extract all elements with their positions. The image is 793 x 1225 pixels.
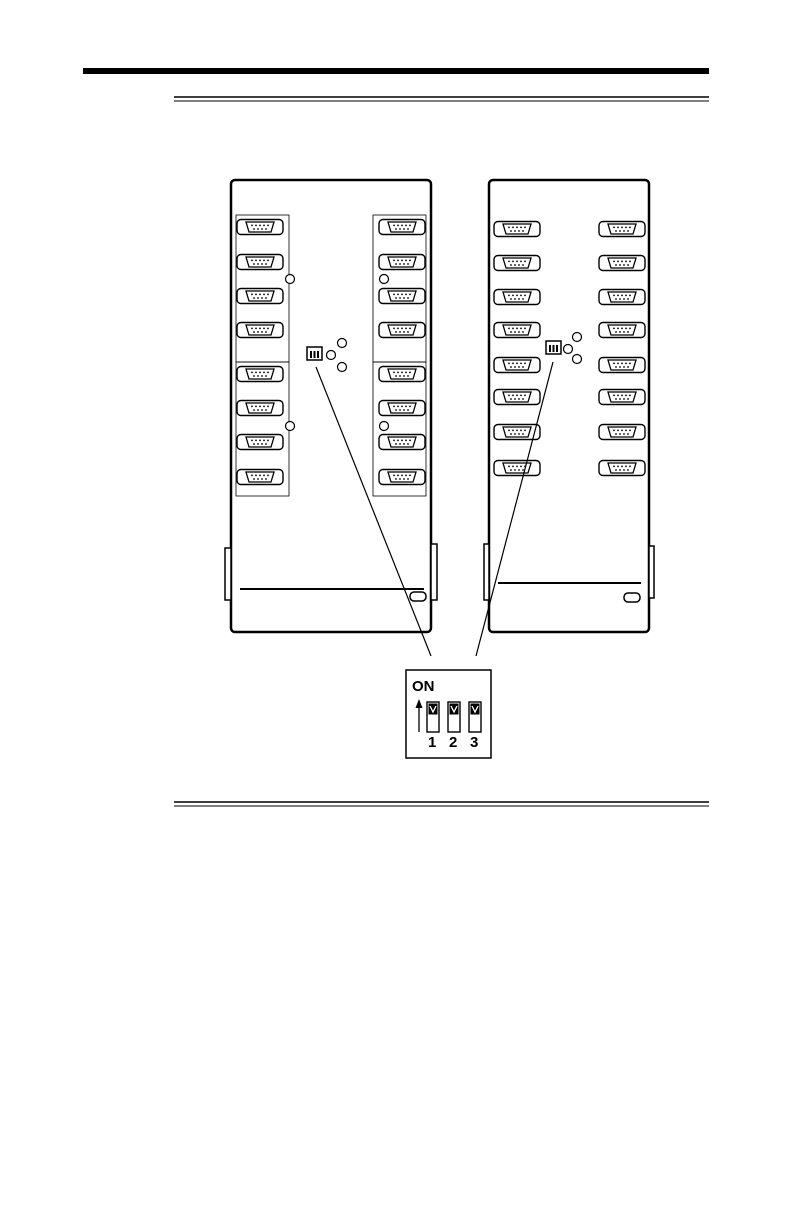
right-unit-bracket-left [484, 544, 489, 600]
dip-switch-3 [469, 702, 481, 732]
right-unit-chassis [489, 180, 649, 632]
port-connector [237, 323, 283, 338]
top-double-rule [174, 97, 709, 101]
port-connector [237, 470, 283, 485]
port-connector [494, 290, 540, 305]
led-indicator [286, 275, 295, 284]
dip-switch-numbers: 1 2 3 [428, 734, 478, 751]
port-connector [237, 289, 283, 304]
right-unit-bracket-right [649, 546, 654, 598]
top-heavy-rule [83, 68, 709, 74]
led-indicator [338, 339, 347, 348]
port-connector [599, 358, 645, 373]
port-connector [379, 323, 425, 338]
port-connector [599, 290, 645, 305]
port-connector [379, 289, 425, 304]
dip-switch-detail: ON 1 2 3 [406, 670, 491, 758]
port-connector [237, 220, 283, 235]
port-connector [237, 401, 283, 416]
dip-number-2: 2 [449, 734, 457, 751]
port-connector [237, 435, 283, 450]
port-connector [237, 255, 283, 270]
port-connector [379, 220, 425, 235]
left-unit-bracket-right [431, 544, 437, 600]
port-connector [379, 367, 425, 382]
left-unit-power-connector [410, 592, 426, 601]
port-connector [494, 390, 540, 405]
led-indicator [327, 351, 336, 360]
bottom-double-rule [174, 802, 709, 806]
port-connector [494, 323, 540, 338]
led-indicator [564, 345, 573, 354]
led-indicator [573, 355, 582, 364]
dip-switch-1 [427, 702, 439, 732]
port-connector [599, 256, 645, 271]
port-connector [379, 401, 425, 416]
led-indicator [380, 422, 389, 431]
left-unit-dip-switch-small [307, 347, 322, 360]
port-connector [379, 470, 425, 485]
dip-switch-2 [448, 702, 460, 732]
led-indicator [338, 363, 347, 372]
port-connector [494, 256, 540, 271]
port-connector [599, 222, 645, 237]
right-unit [484, 180, 654, 632]
dip-switches [427, 702, 481, 732]
port-connector [237, 367, 283, 382]
dip-number-1: 1 [428, 734, 436, 751]
port-connector [599, 390, 645, 405]
port-connector [494, 222, 540, 237]
port-connector [379, 255, 425, 270]
right-unit-dip-switch-small [546, 341, 561, 354]
port-connector [599, 425, 645, 440]
right-unit-power-connector [624, 593, 640, 602]
led-indicator [286, 422, 295, 431]
led-indicator [573, 333, 582, 342]
led-indicator [380, 275, 389, 284]
port-connector [599, 323, 645, 338]
port-connector [599, 461, 645, 476]
port-connector [494, 461, 540, 476]
port-connector [494, 358, 540, 373]
port-connector [379, 435, 425, 450]
left-unit-bracket-left [225, 548, 231, 600]
dip-on-label: ON [412, 678, 435, 695]
dip-number-3: 3 [470, 734, 478, 751]
